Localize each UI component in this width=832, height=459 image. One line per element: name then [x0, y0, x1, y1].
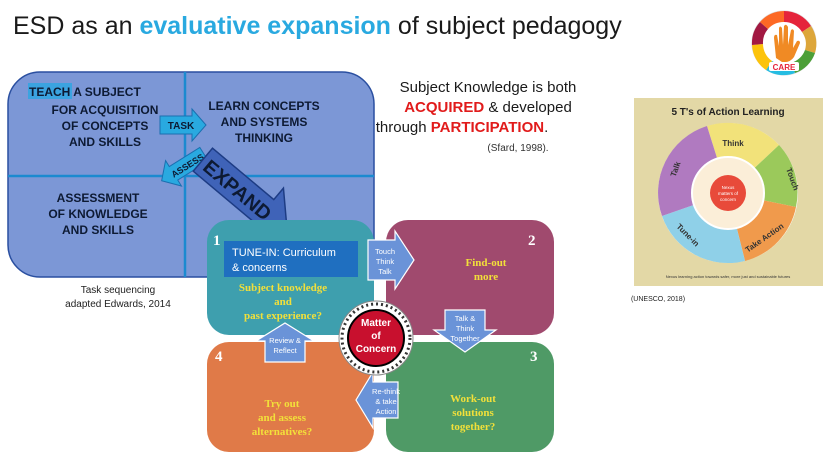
task-arrow: TASK — [159, 107, 207, 143]
cycle-box-2: 2 Find-out more — [386, 220, 554, 335]
five-ts-caption: Nexus learning action towards safer, mor… — [666, 274, 791, 279]
arrow-rethink-label-3: Action — [376, 407, 397, 416]
box-2-number: 2 — [528, 233, 536, 249]
title-prefix: ESD as an — [13, 12, 140, 40]
assess-line-2: OF KNOWLEDGE — [48, 207, 147, 221]
box-1-text-2: and — [274, 296, 292, 308]
box-1-text-1: Subject knowledge — [239, 282, 327, 294]
arrow-rethink-take-action: Re-think & take Action — [355, 369, 400, 431]
teach-line-3: OF CONCEPTS — [62, 119, 149, 133]
arrow-rethink-label-1: Re-think — [372, 387, 400, 396]
sfard-quote: Subject Knowledge is both ACQUIRED & dev… — [376, 79, 577, 154]
box-3-text-2: solutions — [452, 407, 494, 419]
care-logo-label: CARE — [773, 63, 796, 72]
arrow-touch-think-talk: Touch Think Talk — [367, 228, 415, 292]
tune-in-line-2: & concerns — [232, 262, 288, 274]
box-1-text-3: past experience? — [244, 310, 322, 322]
care-logo: CARE — [751, 10, 817, 76]
box-4-text-2: and assess — [258, 412, 307, 424]
quote-period: . — [544, 119, 548, 136]
title-suffix: of subject pedagogy — [390, 12, 622, 40]
teach-line-1: TEACH A SUBJECT — [29, 85, 141, 99]
hand-icon — [774, 24, 800, 63]
quote-acquired: ACQUIRED — [404, 99, 484, 116]
teach-line-2: FOR ACQUISITION — [52, 103, 159, 117]
arrow-touch-label-1: Touch — [375, 247, 395, 256]
box-3-text-3: together? — [451, 421, 496, 433]
arrow-talk-label-3: Together — [450, 334, 480, 343]
cycle-box-4: 4 Try out and assess alternatives? — [207, 342, 374, 452]
task-sequencing-caption-1: Task sequencing — [81, 285, 156, 296]
arrow-rethink-label-2: & take — [375, 397, 396, 406]
unesco-source: (UNESCO, 2018) — [631, 296, 685, 303]
teach-word: TEACH — [29, 85, 70, 99]
box-2-text-2: more — [474, 271, 498, 283]
arrow-talk-think-together: Talk & Think Together — [432, 309, 498, 353]
slide-title: ESD as an evaluative expansion of subjec… — [13, 12, 622, 41]
learn-line-3: THINKING — [235, 131, 293, 145]
hub-label-2: of — [371, 331, 381, 342]
hub-label-1: Matter — [361, 318, 391, 329]
tune-in-line-1: TUNE-IN: Curriculum — [232, 247, 336, 259]
assess-line-1: ASSESSMENT — [57, 191, 140, 205]
box-3-text-1: Work-out — [450, 393, 496, 405]
nexus-label-1: Nexus — [722, 185, 736, 190]
nexus-center — [710, 175, 746, 211]
quote-line-1: Subject Knowledge is both — [400, 79, 577, 96]
quote-line-2-rest: & developed — [484, 99, 572, 116]
five-ts-title: 5 T's of Action Learning — [671, 107, 784, 118]
tune-in-highlight — [224, 241, 358, 277]
nexus-label-3: concern — [720, 197, 737, 202]
learning-cycle: 1 TUNE-IN: Curriculum & concerns Subject… — [207, 220, 554, 452]
arrow-review-label-2: Reflect — [273, 346, 297, 355]
task-arrow-label: TASK — [168, 121, 195, 132]
arrow-review-label-1: Review & — [269, 336, 301, 345]
box-1-number: 1 — [213, 233, 221, 249]
sdg-wheel-icon — [751, 11, 817, 76]
box-3-number: 3 — [530, 349, 538, 365]
cycle-box-3: 3 Work-out solutions together? — [386, 342, 554, 452]
five-ts-image: 5 T's of Action Learning Nexus matters o… — [634, 98, 823, 286]
task-sequencing-caption-2: adapted Edwards, 2014 — [65, 299, 171, 310]
quote-line-2: ACQUIRED & developed — [404, 99, 572, 116]
teach-line-4: AND SKILLS — [69, 135, 141, 149]
title-highlight: evaluative expansion — [139, 12, 391, 40]
matter-of-concern-hub: Matter of Concern — [338, 300, 414, 376]
assess-line-3: AND SKILLS — [62, 223, 134, 237]
teach-highlight — [28, 83, 72, 99]
hub-label-3: Concern — [356, 344, 397, 355]
box-2-text-1: Find-out — [466, 257, 507, 269]
arrow-touch-label-3: Talk — [378, 267, 392, 276]
teach-rest: A SUBJECT — [70, 85, 141, 99]
box-4-text-3: alternatives? — [252, 426, 312, 438]
quote-through: through — [376, 119, 431, 136]
arrow-talk-label-2: Think — [456, 324, 475, 333]
segment-think-label: Think — [722, 139, 744, 148]
box-4-number: 4 — [215, 349, 223, 365]
learn-line-2: AND SYSTEMS — [221, 115, 308, 129]
quote-participation: PARTICIPATION — [431, 119, 544, 136]
arrow-talk-label-1: Talk & — [455, 314, 475, 323]
arrow-touch-label-2: Think — [376, 257, 395, 266]
cycle-box-1: 1 TUNE-IN: Curriculum & concerns Subject… — [207, 220, 374, 335]
arrow-review-reflect: Review & Reflect — [253, 322, 317, 363]
quote-line-3: through PARTICIPATION. — [376, 119, 549, 136]
box-4-text-1: Try out — [265, 398, 300, 410]
learn-line-1: LEARN CONCEPTS — [208, 99, 319, 113]
nexus-label-2: matters of — [718, 191, 739, 196]
quote-citation: (Sfard, 1998). — [487, 143, 548, 154]
